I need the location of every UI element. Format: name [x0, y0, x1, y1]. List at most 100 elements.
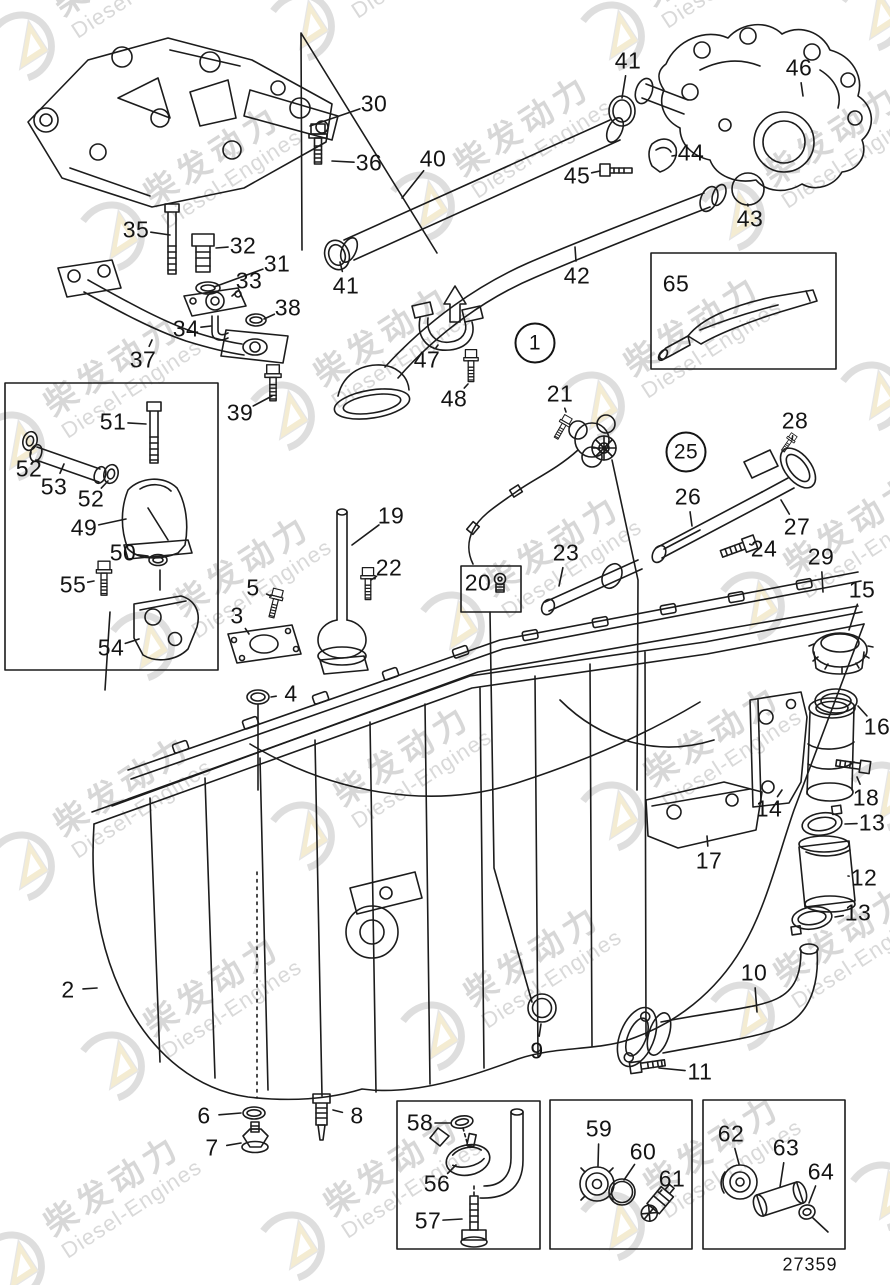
callout-56: 56	[423, 1170, 451, 1197]
callout-15: 15	[848, 576, 876, 603]
callout-12: 12	[850, 864, 878, 891]
detail-box-65	[650, 252, 837, 370]
callout-39: 39	[226, 399, 254, 426]
leader-line-50	[137, 553, 149, 557]
callout-26: 26	[674, 483, 702, 510]
callout-51: 51	[99, 408, 127, 435]
callout-41-2: 41	[614, 47, 642, 74]
callout-65: 65	[662, 270, 690, 297]
callout-8: 8	[350, 1102, 364, 1129]
leader-line-55	[86, 580, 95, 583]
callout-32: 32	[229, 232, 257, 259]
sealant-tube	[657, 289, 818, 362]
dipstick-lower-tube-assembly	[227, 508, 376, 791]
oil-suction-pipe-upper	[323, 95, 636, 271]
leader-line-61	[659, 1189, 663, 1193]
callout-24: 24	[750, 535, 778, 562]
callout-10: 10	[740, 959, 768, 986]
leader-line-13	[834, 914, 845, 918]
callout-60: 60	[629, 1138, 657, 1165]
leader-line-8	[332, 1109, 344, 1114]
callout-42: 42	[563, 262, 591, 289]
leader-line-62	[734, 1147, 740, 1165]
callout-14: 14	[755, 795, 783, 822]
callout-50: 50	[109, 539, 137, 566]
callout-7: 7	[205, 1134, 219, 1161]
callout-58: 58	[406, 1109, 434, 1136]
oil-pump-bracket-assembly	[27, 37, 339, 402]
leader-line-14	[776, 789, 783, 798]
leader-line-11	[658, 1067, 686, 1072]
dipstick-assembly	[540, 431, 817, 616]
callout-18: 18	[852, 784, 880, 811]
leader-line-35	[150, 231, 171, 236]
oil-pump-cover-assembly	[599, 23, 873, 206]
callout-19: 19	[377, 502, 405, 529]
callout-30: 30	[360, 90, 388, 117]
callout-2: 2	[61, 976, 75, 1003]
callout-59: 59	[585, 1115, 613, 1142]
leader-line-36	[331, 160, 355, 163]
drain-plug-parts	[241, 993, 557, 1154]
callout-31: 31	[263, 250, 291, 277]
callout-4: 4	[284, 680, 298, 707]
leader-line-42	[574, 246, 577, 262]
callout-45: 45	[563, 162, 591, 189]
callout-33: 33	[235, 267, 263, 294]
leader-line-7	[225, 1142, 242, 1147]
leader-line-9	[538, 1023, 542, 1037]
leader-line-27	[780, 499, 791, 515]
leader-line-2	[82, 987, 98, 990]
callout-17: 17	[695, 847, 723, 874]
leader-line-37	[148, 339, 153, 348]
leader-line-63	[779, 1162, 785, 1188]
leader-line-26	[689, 511, 693, 527]
leader-line-19	[351, 524, 380, 546]
callout-35: 35	[122, 216, 150, 243]
leader-line-59	[597, 1143, 600, 1167]
callout-62: 62	[717, 1120, 745, 1147]
callout-43: 43	[736, 205, 764, 232]
callout-55: 55	[59, 571, 87, 598]
leader-line-16	[857, 705, 868, 717]
callout-23: 23	[552, 539, 580, 566]
leader-line-45	[590, 170, 601, 174]
callout-57: 57	[414, 1207, 442, 1234]
leader-line-15	[848, 603, 859, 631]
callout-48: 48	[440, 385, 468, 412]
detail-box-62-64	[702, 1099, 846, 1250]
callout-16: 16	[863, 713, 890, 740]
leader-line-4	[270, 695, 277, 698]
callout-44: 44	[677, 139, 705, 166]
leader-line-6	[218, 1112, 242, 1116]
callout-52: 52	[15, 455, 43, 482]
callout-64: 64	[807, 1158, 835, 1185]
callout-41: 41	[332, 272, 360, 299]
harness-clip-screw	[493, 572, 507, 593]
callout-53: 53	[40, 473, 68, 500]
callout-28: 28	[781, 407, 809, 434]
callout-47: 47	[413, 346, 441, 373]
leader-line-23	[558, 566, 564, 587]
leader-line-57	[442, 1218, 463, 1221]
callout-9: 9	[530, 1037, 544, 1064]
callout-36: 36	[355, 149, 383, 176]
leader-line-34	[200, 325, 212, 329]
callout-13-2: 13	[844, 899, 872, 926]
callout-49: 49	[70, 514, 98, 541]
callout-40: 40	[419, 145, 447, 172]
leader-line-31	[213, 268, 264, 288]
callout-5: 5	[246, 574, 260, 601]
drawing-number: 27359	[782, 1254, 838, 1275]
callout-46: 46	[785, 54, 813, 81]
callout-54: 54	[97, 634, 125, 661]
leader-line-32	[215, 246, 229, 249]
leader-line-51	[127, 422, 147, 425]
callout-1: 1	[514, 322, 556, 364]
callout-3: 3	[230, 602, 244, 629]
leader-line-41	[621, 75, 627, 99]
leader-line-49	[97, 518, 127, 526]
callout-29: 29	[807, 543, 835, 570]
